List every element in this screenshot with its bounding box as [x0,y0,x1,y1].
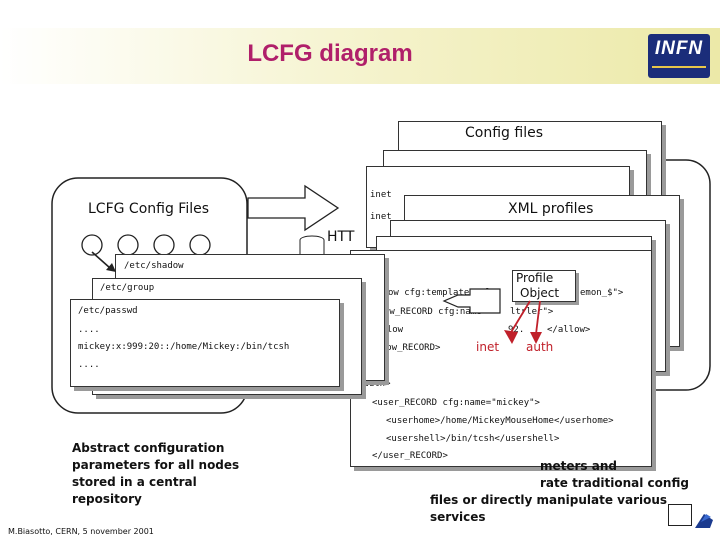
xml-line-2: emon_$"> [580,288,624,298]
config-files-label: Config files [465,125,543,141]
arrow-to-auth [535,300,541,335]
arrow-to-inet [509,300,531,335]
etc-passwd-line-1: .... [78,325,100,335]
left-caption-line-2: parameters for all nodes [72,458,240,472]
profile-object-line-2: Object [520,286,560,300]
left-caption-line-1: Abstract configuration [72,441,225,455]
service-inet: inet [476,340,500,354]
left-arrow-profile [442,288,501,314]
slide-title: LCFG diagram [247,40,413,67]
etc-passwd-line-2: mickey:x:999:20::/home/Mickey:/bin/tcsh [78,342,290,352]
left-caption: Abstract configuration parameters for al… [72,440,239,508]
infn-logo: INFN [648,34,710,78]
right-caption-line-2: rate traditional config [540,476,689,490]
xml-profile-front [350,250,652,467]
repository-disk-1 [81,234,103,256]
xml-line-3: ow_RECORD cfg:name=" [384,307,493,317]
xml-profiles-label: XML profiles [508,201,594,217]
xml-line-5: allow [376,325,404,335]
xml-line-7: </allow> [547,325,591,335]
etc-passwd-line-3: .... [78,360,100,370]
lcfg-config-files-label: LCFG Config Files [88,201,210,217]
xml-line-8: allow_RECORD> [370,343,441,353]
profile-object-line-1: Profile [516,271,554,285]
xml-line-4: ltrler"> [510,307,554,317]
nav-blank-box[interactable] [668,504,692,526]
logo-text: INFN [654,38,704,59]
service-auth: auth [526,340,554,354]
footer-credit: M.Biasotto, CERN, 5 november 2001 [8,527,154,536]
config-line-2: inet [370,212,392,222]
xml-line-9: /auth> [358,379,391,389]
etc-passwd-label: /etc/passwd [78,306,138,316]
xml-line-13: </user_RECORD> [372,451,448,461]
logo-underline [652,66,706,68]
right-caption-line-4: services [430,510,486,524]
left-caption-line-3: stored in a central [72,475,197,489]
next-slide-icon[interactable] [695,514,713,528]
xml-line-10: <user_RECORD cfg:name="mickey"> [372,398,540,408]
etc-group-label: /etc/group [100,283,155,293]
etc-passwd-doc [70,299,340,387]
right-caption-line-3: files or directly manipulate various [430,493,668,507]
right-caption: meters and rate traditional config files… [430,458,689,526]
http-label: HTT [327,229,355,245]
right-arrow [247,184,340,232]
xml-line-1: ow cfg:template="al [388,288,491,298]
left-caption-line-4: repository [72,492,142,506]
profile-object-box [512,270,576,302]
right-caption-line-1: meters and [540,459,617,473]
xml-line-12: <usershell>/bin/tcsh</usershell> [386,434,560,444]
title-banner [0,28,720,84]
xml-line-6: 92. [508,325,525,335]
xml-line-11: <userhome>/home/MickeyMouseHome</userhom… [386,416,614,426]
etc-shadow-label: /etc/shadow [124,261,184,271]
config-line-1: inet [370,190,392,200]
